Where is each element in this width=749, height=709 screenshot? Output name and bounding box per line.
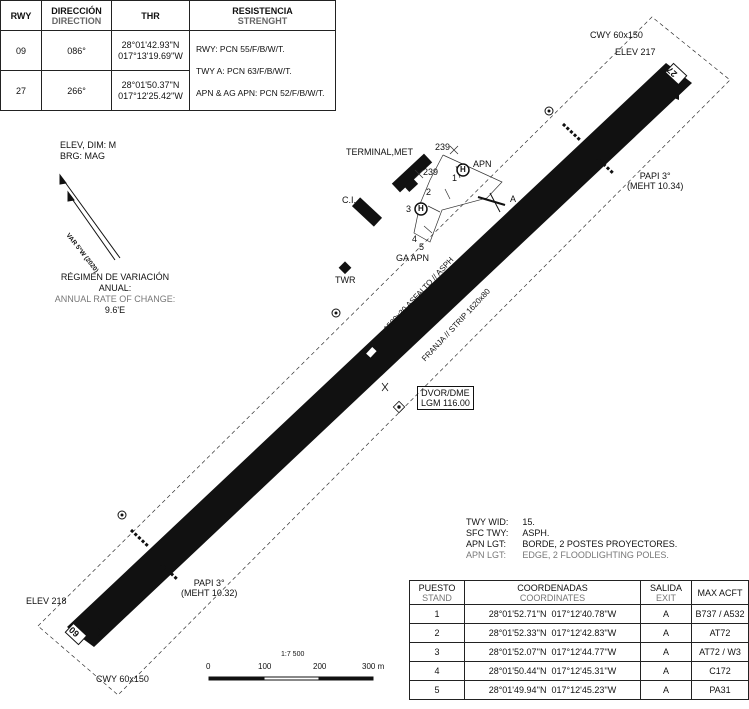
dvor-dme-box: DVOR/DME LGM 116.00 bbox=[417, 386, 474, 410]
terminal-label: TERMINAL,MET bbox=[346, 147, 414, 157]
elev-217-label: ELEV 217 bbox=[615, 47, 656, 57]
rt-strength: RWY: PCN 55/F/B/W/T. TWY A: PCN 63/F/B/W… bbox=[189, 30, 336, 111]
floodlight-239-b: 239 bbox=[423, 167, 439, 177]
stand-2-label: 2 bbox=[426, 187, 432, 197]
taxiway-a bbox=[477, 196, 506, 206]
scale-tick-200: 200 bbox=[313, 662, 327, 671]
scale-bar bbox=[208, 676, 374, 681]
twr-label: TWR bbox=[335, 275, 356, 285]
threshold-arrow-27 bbox=[674, 94, 679, 100]
runway-midpoint-marker bbox=[364, 345, 379, 360]
brg-note: BRG: MAG bbox=[60, 151, 106, 161]
rwy27-threshold-marking bbox=[664, 62, 688, 86]
papi-bottom-bars bbox=[129, 528, 180, 582]
papi-top-bars bbox=[561, 122, 616, 176]
north-arrows bbox=[59, 173, 121, 261]
threshold-arrow-09 bbox=[98, 628, 103, 636]
twy-info-row: APN LGT:EDGE, 2 FLOODLIGHTING POLES. bbox=[466, 550, 669, 560]
heliport-stand3 bbox=[414, 202, 428, 216]
apron-outline bbox=[413, 154, 503, 243]
papi-top-label: PAPI 3° (MEHT 10.34) bbox=[627, 171, 684, 191]
elev-218-label: ELEV 218 bbox=[26, 596, 67, 606]
rt-dir-09: 086° bbox=[41, 30, 112, 71]
heliport-apn bbox=[456, 163, 470, 177]
rt-header-thr: THR bbox=[111, 0, 190, 31]
rt-rwy-27: 27 bbox=[0, 70, 42, 111]
ci-label: C.I. bbox=[342, 195, 357, 205]
rt-thr-27: 28°01'50.37''N 017°12'25.42''W bbox=[111, 70, 190, 111]
apn-label: APN bbox=[473, 159, 492, 169]
stand-row: 3 28°01'52.07''N 017°12'44.77''W A AT72 … bbox=[409, 642, 749, 662]
scale-tick-0: 0 bbox=[206, 662, 211, 671]
rt-thr-09: 28°01'42.93''N 017°13'19.69''W bbox=[111, 30, 190, 71]
beacon-symbols bbox=[117, 106, 554, 520]
heliport-apn-letter: H bbox=[460, 165, 466, 174]
taxiway-a-label: A bbox=[510, 194, 517, 204]
stand-row: 5 28°01'49.94''N 017°12'45.23''W A PA31 bbox=[409, 680, 749, 700]
twr-building bbox=[338, 261, 352, 275]
terminal-building-2 bbox=[403, 177, 419, 193]
rwy09-threshold-marking bbox=[64, 622, 88, 646]
ga-apn-label: GA APN bbox=[396, 253, 430, 263]
rt-dir-27: 266° bbox=[41, 70, 112, 111]
heliport-stand3-letter: H bbox=[418, 204, 424, 213]
twy-info-row: TWY WID:15. bbox=[466, 517, 535, 527]
rt-rwy-09: 09 bbox=[0, 30, 42, 71]
runway-strip-outline bbox=[37, 16, 731, 696]
twy-info-row: APN LGT:BORDE, 2 POSTES PROYECTORES. bbox=[466, 539, 678, 549]
stand-5-label: 5 bbox=[419, 242, 425, 252]
cwy-top-label: CWY 60x150 bbox=[590, 30, 643, 40]
elev-dim-note: ELEV, DIM: M BRG: MAG bbox=[60, 140, 117, 161]
floodlight-239-a: 239 bbox=[435, 142, 451, 152]
annual-rate-note: RÉGIMEN DE VARIACIÓN ANUAL: ANNUAL RATE … bbox=[54, 272, 176, 315]
papi-bottom-label: PAPI 3° (MEHT 10.32) bbox=[181, 578, 238, 598]
stand-row: 1 28°01'52.71''N 017°12'40.78''W A B737 … bbox=[409, 604, 749, 624]
cwy-bottom-label: CWY 60x150 bbox=[96, 674, 149, 684]
st-header-acft: MAX ACFT bbox=[691, 580, 749, 605]
scale-ratio: 1:7 500 bbox=[281, 651, 305, 658]
stand-row: 4 28°01'50.44''N 017°12'45.31''W A C172 bbox=[409, 661, 749, 681]
dvor-symbol bbox=[381, 382, 406, 414]
scale-tick-100: 100 bbox=[258, 662, 272, 671]
twy-info-row: SFC TWY:ASPH. bbox=[466, 528, 550, 538]
stand-4-label: 4 bbox=[412, 234, 418, 244]
scale-tick-300: 300 m bbox=[362, 662, 385, 671]
rt-header-rwy: RWY bbox=[0, 0, 42, 31]
twy-info: TWY WID:15. SFC TWY:ASPH. APN LGT:BORDE,… bbox=[466, 517, 677, 561]
ci-building bbox=[351, 197, 383, 227]
stand-3-label: 3 bbox=[406, 204, 412, 214]
floodlight-poles bbox=[414, 145, 459, 179]
stand-1-label: 1 bbox=[452, 173, 458, 183]
stand-row: 2 28°01'52.33''N 017°12'42.83''W A AT72 bbox=[409, 623, 749, 643]
runway bbox=[67, 63, 692, 647]
terminal-building bbox=[391, 153, 433, 193]
